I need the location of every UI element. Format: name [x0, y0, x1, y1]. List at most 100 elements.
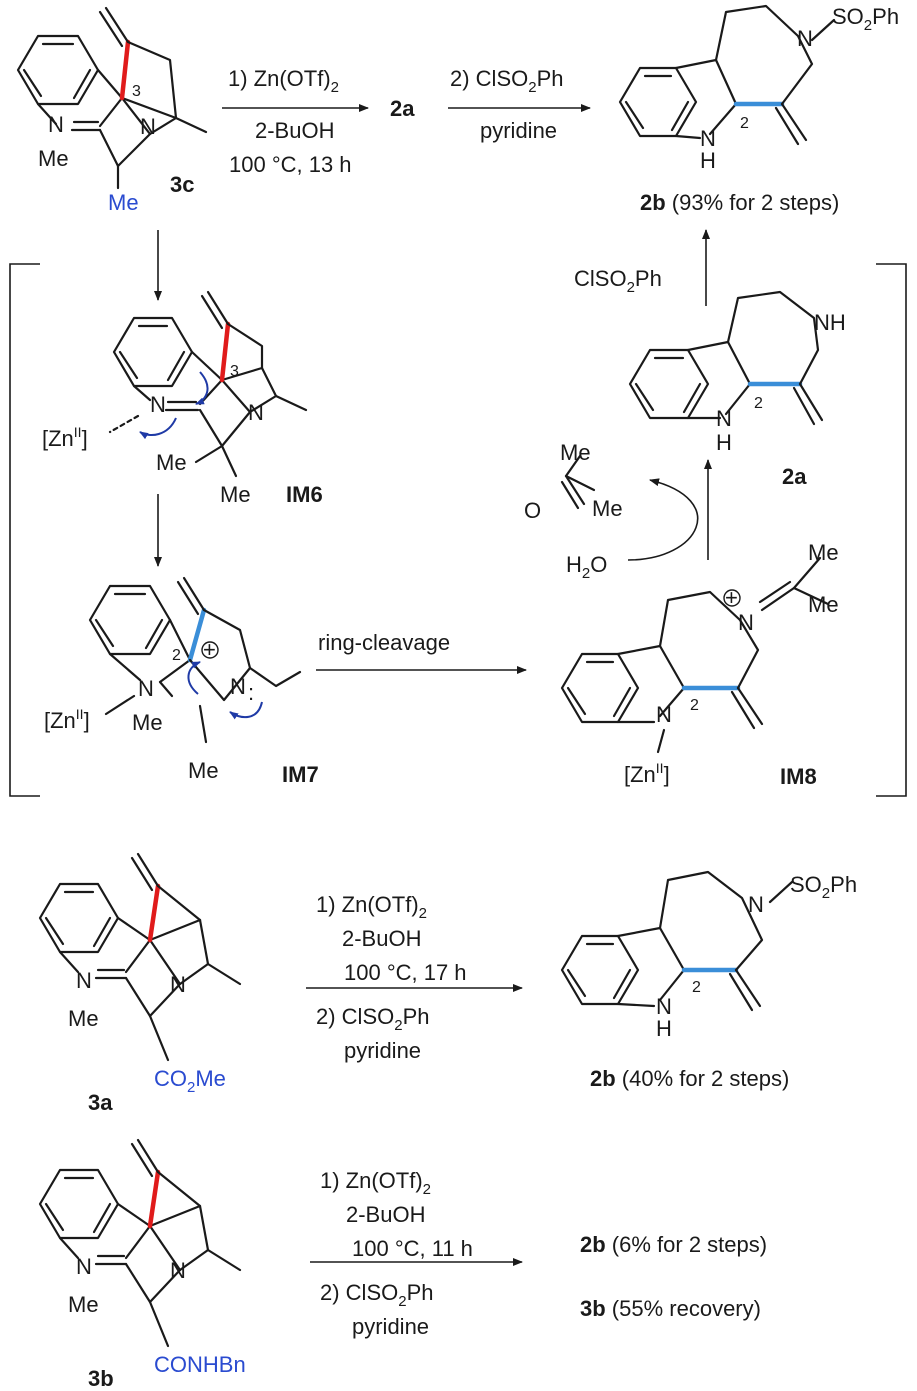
sm-3a: N N Me CO2Me 3a: [38, 852, 242, 1115]
rxn-b-l2: 2-BuOH: [346, 1202, 425, 1227]
im7-c2: 2: [172, 647, 181, 664]
rxn-b-out2: 3b (55% recovery): [580, 1296, 761, 1321]
cond1-line2: 2-BuOH: [255, 118, 334, 143]
product-2b-top: N SO2Ph N H 2 2b (93% for 2 steps): [618, 4, 899, 215]
product-2b-a: N SO2Ph N H 2 2b (40% for 2 steps): [560, 870, 857, 1091]
n-sulfonyl: N: [797, 26, 813, 51]
atom-n2: N: [140, 114, 156, 139]
3a-n: N: [76, 968, 92, 993]
methyl-blue-label: Me: [108, 190, 139, 215]
rxn-a-yield: 2b (40% for 2 steps): [590, 1066, 789, 1091]
im7-zn: [ZnII]: [44, 706, 90, 733]
sm-3b: N N Me CONHBn 3b: [38, 1138, 246, 1391]
im8-c2: 2: [690, 697, 699, 714]
2b-a-h: H: [656, 1016, 672, 1041]
rxn-b-l5: pyridine: [352, 1314, 429, 1339]
3a-me: Me: [68, 1006, 99, 1031]
atom-n: N: [48, 112, 64, 137]
rxn-b-out1: 2b (6% for 2 steps): [580, 1232, 767, 1257]
2b-a-n-indole: N: [656, 994, 672, 1019]
im6-c3: 3: [230, 363, 239, 380]
3b-n2: N: [170, 1258, 186, 1283]
top-arrow-1: 1) Zn(OTf)2 2-BuOH 100 °C, 13 h: [222, 66, 369, 177]
im6-n2: N: [248, 400, 264, 425]
im8-zn: [ZnII]: [624, 760, 670, 787]
rxn-a-l2: 2-BuOH: [342, 926, 421, 951]
im7-lone-pair: :: [248, 680, 254, 705]
im7-me1: Me: [132, 710, 163, 735]
3a-ester: CO2Me: [154, 1066, 226, 1096]
acetone-o: O: [524, 498, 541, 523]
sulfonyl-label: SO2Ph: [832, 4, 899, 34]
atom-h-indole: H: [700, 148, 716, 173]
im8-label: IM8: [780, 764, 817, 789]
im6-label: IM6: [286, 482, 323, 507]
im2a-nh: NH: [814, 310, 846, 335]
im2a-h: H: [716, 430, 732, 455]
top-arrow-2: 2) ClSO2Ph pyridine: [448, 66, 591, 143]
3a-n2: N: [170, 972, 186, 997]
sm-3c: N N 3 Me Me 3c: [16, 6, 208, 215]
rxn-b-l1: 1) Zn(OTf)2: [320, 1168, 431, 1198]
atom-n-indole: N: [700, 126, 716, 151]
cond2-line2: pyridine: [480, 118, 557, 143]
rxn-a-l5: pyridine: [344, 1038, 421, 1063]
rxn-a-l3: 100 °C, 17 h: [344, 960, 467, 985]
im7-structure: N N : + 2 [ZnII] Me Me IM7: [44, 576, 319, 787]
im7-n: N: [138, 676, 154, 701]
sulfonylation-arrow: ClSO2Ph: [574, 229, 710, 306]
im6-n: N: [150, 392, 166, 417]
3b-label: 3b: [88, 1366, 114, 1391]
2b-a-n: N: [748, 892, 764, 917]
im6-structure: N N 3 [ZnII] Me Me IM6: [42, 290, 323, 507]
im7-plus: +: [203, 637, 216, 662]
2b-a-sulfonyl: SO2Ph: [790, 872, 857, 902]
im2a-n: N: [716, 406, 732, 431]
3b-me: Me: [68, 1292, 99, 1317]
im6-zn: [ZnII]: [42, 424, 88, 451]
intermediate-2a-structure: NH N H 2 2a: [628, 290, 846, 489]
rxn-a-l1: 1) Zn(OTf)2: [316, 892, 427, 922]
rxn-b-arrow: 1) Zn(OTf)2 2-BuOH 100 °C, 11 h 2) ClSO2…: [310, 1168, 523, 1339]
im6-me1: Me: [156, 450, 187, 475]
left-bracket: [9, 263, 40, 797]
cond2-line1: 2) ClSO2Ph: [450, 66, 564, 96]
rxn-b-l4: 2) ClSO2Ph: [320, 1280, 434, 1310]
im8-n-plus: N: [738, 610, 754, 635]
rxn-a-arrow: 1) Zn(OTf)2 2-BuOH 100 °C, 17 h 2) ClSO2…: [306, 892, 523, 1063]
clso2ph-label: ClSO2Ph: [574, 266, 662, 296]
im2a-label: 2a: [782, 464, 807, 489]
rxn-b-l3: 100 °C, 11 h: [352, 1236, 473, 1261]
im7-me2: Me: [188, 758, 219, 783]
rxn-a-l4: 2) ClSO2Ph: [316, 1004, 430, 1034]
2b-a-c2: 2: [692, 979, 701, 996]
im7-label: IM7: [282, 762, 319, 787]
acetone-me1: Me: [560, 440, 591, 465]
yield-top: 2b (93% for 2 steps): [640, 190, 839, 215]
3a-label: 3a: [88, 1090, 113, 1115]
im8-plus: +: [725, 585, 738, 610]
im7-n2: N: [230, 674, 246, 699]
im2a-c2: 2: [754, 395, 763, 412]
3b-amide: CONHBn: [154, 1352, 246, 1377]
cond1-line1: 1) Zn(OTf)2: [228, 66, 339, 96]
c2-label: 2: [740, 115, 749, 132]
ring-cleavage-label: ring-cleavage: [318, 630, 450, 655]
im8-me2: Me: [808, 592, 839, 617]
im6-me2: Me: [220, 482, 251, 507]
cond1-line3: 100 °C, 13 h: [229, 152, 352, 177]
3b-n: N: [76, 1254, 92, 1279]
im8-n: N: [656, 702, 672, 727]
im8-structure: N + Me Me N 2 [ZnII] IM8: [560, 540, 839, 789]
im8-me1: Me: [808, 540, 839, 565]
sm-label: 3c: [170, 172, 194, 197]
hydrolysis-step: H2O Me Me O: [524, 440, 712, 582]
right-bracket: [876, 263, 907, 797]
intermediate-2a: 2a: [390, 96, 415, 121]
water-label: H2O: [566, 552, 607, 582]
c3-label: 3: [132, 83, 141, 100]
acetone-me2: Me: [592, 496, 623, 521]
ring-cleavage-arrow: ring-cleavage: [316, 630, 527, 674]
methyl-label: Me: [38, 146, 69, 171]
